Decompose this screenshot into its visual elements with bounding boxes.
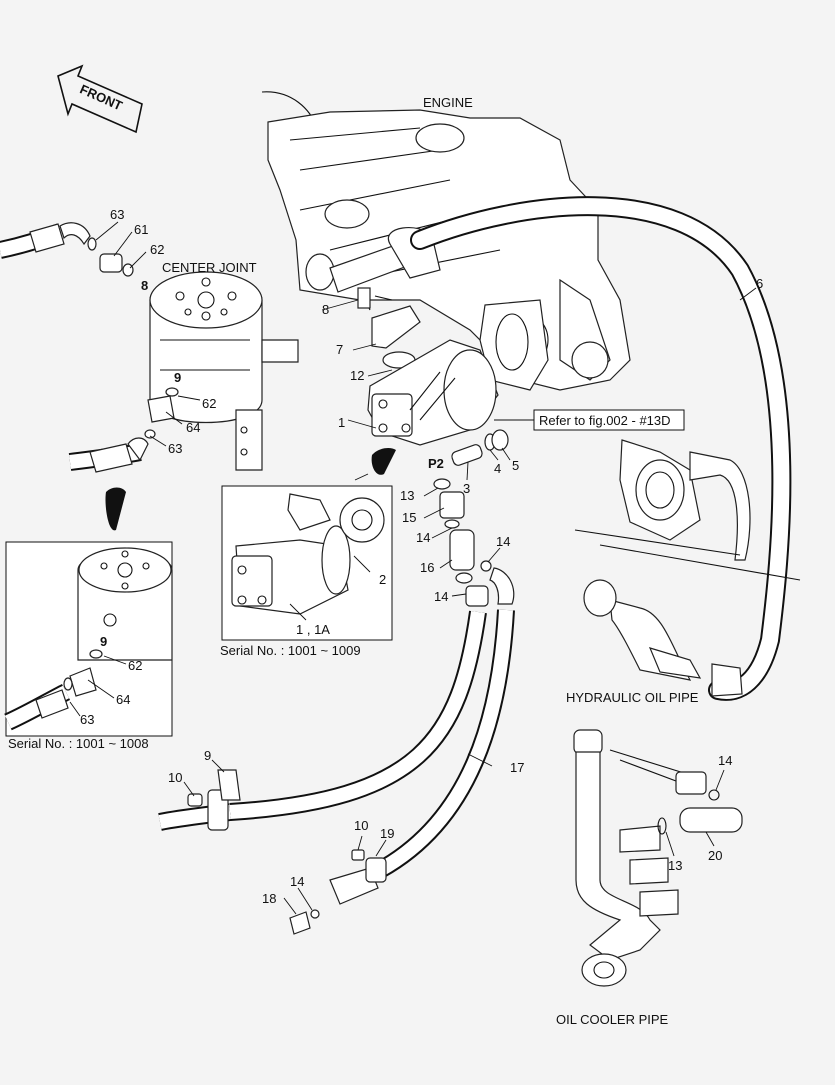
label-7: 7	[336, 342, 343, 357]
label-14-a: 14	[416, 530, 430, 545]
label-10-b: 10	[354, 818, 368, 833]
label-9-clamp: 9	[204, 748, 211, 763]
label-14-d: 14	[290, 874, 304, 889]
hose-17	[158, 609, 515, 935]
label-1-1a: 1 , 1A	[296, 622, 330, 637]
engine: ENGINE	[261, 91, 631, 391]
center-joint-caption: CENTER JOINT	[162, 260, 257, 275]
label-63-b: 63	[168, 441, 182, 456]
label-9-inset: 9	[100, 634, 107, 649]
inset-pump: Serial No. : 1001 ~ 1009	[220, 485, 393, 658]
label-13-b: 13	[668, 858, 682, 873]
label-62-b: 62	[202, 396, 216, 411]
label-20: 20	[708, 848, 722, 863]
label-9-joint: 9	[174, 370, 181, 385]
center-joint: CENTER JOINT	[0, 222, 299, 531]
label-P2: P2	[428, 456, 444, 471]
refer-caption: Refer to fig.002 - #13D	[539, 413, 671, 428]
label-8-joint: 8	[141, 278, 148, 293]
label-18: 18	[262, 891, 276, 906]
label-5: 5	[512, 458, 519, 473]
label-8-engine: 8	[322, 302, 329, 317]
label-4: 4	[494, 461, 501, 476]
label-63-a: 63	[110, 207, 124, 222]
refer-box: Refer to fig.002 - #13D	[494, 409, 685, 431]
hydraulic-oil-pipe-caption: HYDRAULIC OIL PIPE	[566, 690, 699, 705]
label-2: 2	[379, 572, 386, 587]
label-1: 1	[338, 415, 345, 430]
label-64-b: 64	[116, 692, 130, 707]
label-12: 12	[350, 368, 364, 383]
label-61: 61	[134, 222, 148, 237]
label-6: 6	[756, 276, 763, 291]
label-64-a: 64	[186, 420, 200, 435]
label-17: 17	[510, 760, 524, 775]
inset-center-joint: Serial No. : 1001 ~ 1008	[4, 541, 173, 751]
serial-pump-caption: Serial No. : 1001 ~ 1009	[220, 643, 361, 658]
label-19: 19	[380, 826, 394, 841]
label-10-a: 10	[168, 770, 182, 785]
label-63-c: 63	[80, 712, 94, 727]
front-arrow: FRONT	[57, 64, 143, 134]
label-14-c: 14	[434, 589, 448, 604]
label-13-a: 13	[400, 488, 414, 503]
label-14-b: 14	[496, 534, 510, 549]
label-3: 3	[463, 481, 470, 496]
serial-joint-caption: Serial No. : 1001 ~ 1008	[8, 736, 149, 751]
label-62-c: 62	[128, 658, 142, 673]
label-14-e: 14	[718, 753, 732, 768]
engine-caption: ENGINE	[423, 95, 473, 110]
hydraulic-oil-pipe: HYDRAULIC OIL PIPE	[566, 439, 801, 705]
pump-fittings	[433, 429, 515, 607]
callout-lines	[69, 221, 757, 915]
oil-cooler-pipe: OIL COOLER PIPE	[556, 729, 743, 1027]
hydraulic-pump: P2	[354, 339, 499, 481]
label-15: 15	[402, 510, 416, 525]
hose-6	[410, 196, 792, 701]
label-62-a: 62	[150, 242, 164, 257]
oil-cooler-pipe-caption: OIL COOLER PIPE	[556, 1012, 669, 1027]
label-16: 16	[420, 560, 434, 575]
part-labels: 1 2 3 4 5 6 7 8 8 9 9 9 10 10 12 13 13 1…	[80, 207, 763, 906]
